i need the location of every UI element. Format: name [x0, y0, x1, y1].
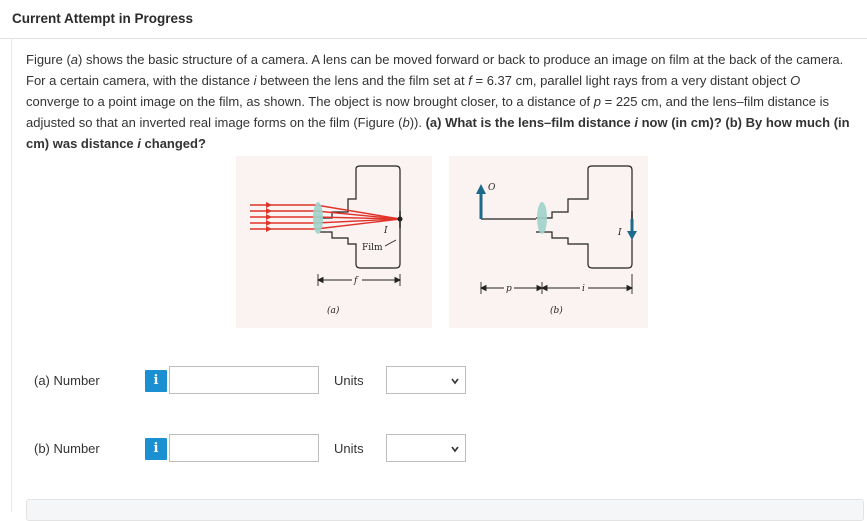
image-label-a: I — [383, 226, 388, 236]
figure-b-background — [449, 156, 648, 328]
footer-panel — [26, 499, 864, 521]
chevron-down-icon — [451, 446, 459, 453]
image-distance-label: i — [582, 284, 585, 294]
image-label-b: I — [617, 228, 622, 238]
answer-label-b: (b) Number — [34, 441, 100, 456]
units-select-b[interactable] — [386, 434, 466, 462]
figure-a-background — [236, 156, 432, 328]
film-label: Film — [362, 243, 383, 253]
header-bar: Current Attempt in Progress — [0, 0, 867, 39]
image-arrow-b — [627, 219, 637, 240]
light-rays — [250, 202, 401, 232]
number-input-b[interactable] — [169, 434, 319, 462]
figure-a-label: (a) — [327, 305, 340, 316]
info-button-b[interactable]: i — [145, 438, 167, 460]
camera-figure: I Film f (a) O — [236, 156, 648, 333]
answer-label-a: (a) Number — [34, 373, 100, 388]
object-arrow — [476, 184, 486, 219]
figure-b-label: (b) — [550, 305, 563, 316]
object-label: O — [488, 183, 496, 193]
question-text: Figure (a) shows the basic structure of … — [26, 52, 850, 151]
units-select-a[interactable] — [386, 366, 466, 394]
info-button-a[interactable]: i — [145, 370, 167, 392]
units-label-a: Units — [334, 373, 364, 388]
chevron-down-icon — [451, 378, 459, 385]
focal-label: f — [353, 276, 359, 286]
number-input-a[interactable] — [169, 366, 319, 394]
focal-dimension — [316, 274, 402, 286]
units-label-b: Units — [334, 441, 364, 456]
lens-a — [313, 202, 323, 234]
object-distance-label: p — [506, 284, 512, 294]
image-point-a — [397, 216, 403, 222]
distance-dimensions — [479, 274, 634, 294]
lens-b — [537, 202, 547, 234]
question-panel: Figure (a) shows the basic structure of … — [11, 38, 867, 512]
answer-row-b: (b) Number i Units — [34, 434, 474, 464]
answer-row-a: (a) Number i Units — [34, 366, 474, 396]
header-title: Current Attempt in Progress — [12, 11, 194, 26]
